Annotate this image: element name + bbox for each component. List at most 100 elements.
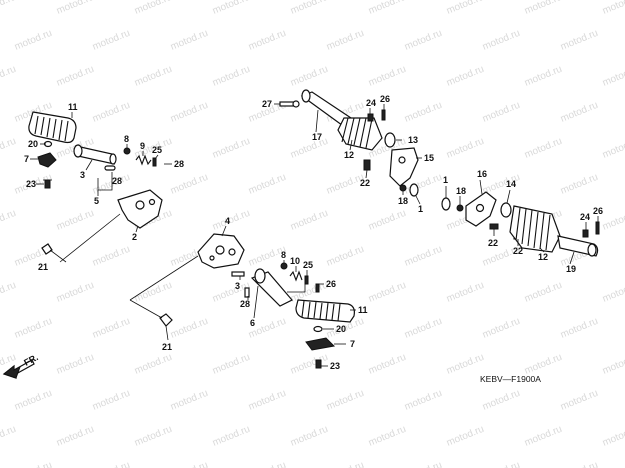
watermark-text: motod.ru bbox=[445, 280, 486, 305]
label-14a: 14 bbox=[506, 179, 516, 189]
watermark-text: motod.ru bbox=[289, 64, 330, 89]
watermark-text: motod.ru bbox=[211, 208, 252, 233]
label-8b: 8 bbox=[281, 250, 286, 260]
watermark-text: motod.ru bbox=[523, 0, 564, 17]
washer-14 bbox=[500, 202, 512, 218]
watermark-text: motod.ru bbox=[91, 100, 132, 125]
label-21b: 21 bbox=[162, 342, 172, 352]
watermark-text: motod.ru bbox=[325, 460, 366, 468]
label-12a: 12 bbox=[344, 150, 354, 160]
watermark-text: motod.ru bbox=[481, 28, 522, 53]
label-24b: 24 bbox=[580, 212, 590, 222]
label-7b: 7 bbox=[350, 339, 355, 349]
watermark-text: motod.ru bbox=[367, 424, 408, 449]
watermark-text: motod.ru bbox=[523, 64, 564, 89]
watermark-text: motod.ru bbox=[55, 208, 96, 233]
watermark-text: motod.ru bbox=[0, 424, 18, 449]
label-19a: 19 bbox=[566, 264, 576, 274]
watermark-text: motod.ru bbox=[367, 0, 408, 17]
watermark-text: motod.ru bbox=[247, 388, 288, 413]
label-18a: 18 bbox=[398, 196, 408, 206]
label-21a: 21 bbox=[38, 262, 48, 272]
watermark-text: motod.ru bbox=[289, 0, 330, 17]
shaft-19 bbox=[557, 235, 599, 257]
watermark-text: motod.ru bbox=[559, 460, 600, 468]
collar-1b bbox=[441, 197, 451, 211]
label-28b: 28 bbox=[112, 176, 122, 186]
watermark-text: motod.ru bbox=[601, 280, 625, 305]
watermark-text: motod.ru bbox=[403, 100, 444, 125]
watermark-text: motod.ru bbox=[0, 208, 18, 233]
label-28c: 28 bbox=[240, 299, 250, 309]
pin-24a bbox=[367, 113, 374, 122]
watermark-text: motod.ru bbox=[445, 64, 486, 89]
clip-7b bbox=[305, 337, 336, 351]
rubber-12b bbox=[509, 205, 561, 253]
label-22b: 22 bbox=[488, 238, 498, 248]
watermark-text: motod.ru bbox=[133, 64, 174, 89]
label-26b: 26 bbox=[380, 94, 390, 104]
footpeg-bar-6 bbox=[250, 268, 293, 307]
left-footpeg-rubber bbox=[28, 111, 77, 144]
watermark-text: motod.ru bbox=[403, 316, 444, 341]
right-leaders bbox=[274, 103, 599, 265]
collar-1a bbox=[409, 183, 419, 197]
pin-25b bbox=[304, 275, 309, 285]
ball-18a bbox=[399, 184, 407, 192]
watermark-text: motod.ru bbox=[601, 424, 625, 449]
footpeg-bar-3a bbox=[73, 144, 117, 165]
watermark-text: motod.ru bbox=[523, 424, 564, 449]
watermark-text: motod.ru bbox=[55, 0, 96, 17]
label-22c: 22 bbox=[513, 246, 523, 256]
bolt-21b bbox=[159, 313, 173, 341]
screw-23a bbox=[43, 179, 52, 189]
watermark-text: motod.ru bbox=[601, 64, 625, 89]
watermark-text: motod.ru bbox=[289, 352, 330, 377]
watermark-text: motod.ru bbox=[445, 424, 486, 449]
label-25a: 25 bbox=[152, 145, 162, 155]
left-leaders bbox=[30, 112, 172, 263]
watermark-text: motod.ru bbox=[559, 316, 600, 341]
watermark-text: motod.ru bbox=[481, 388, 522, 413]
pin-25a bbox=[152, 157, 157, 167]
watermark-text: motod.ru bbox=[445, 0, 486, 17]
watermark-text: motod.ru bbox=[91, 388, 132, 413]
ball-8a bbox=[123, 147, 131, 155]
pin-26b bbox=[381, 109, 386, 121]
watermark-text: motod.ru bbox=[403, 460, 444, 468]
plate-15 bbox=[389, 147, 419, 187]
watermark-text: motod.ru bbox=[169, 100, 210, 125]
bracket-2 bbox=[117, 189, 163, 229]
label-23b: 23 bbox=[330, 361, 340, 371]
washer-20b bbox=[313, 325, 323, 333]
watermark-text: motod.ru bbox=[55, 280, 96, 305]
washer-13 bbox=[384, 132, 396, 148]
watermark-text: motod.ru bbox=[169, 388, 210, 413]
watermark-text: motod.ru bbox=[211, 352, 252, 377]
watermark-text: motod.ru bbox=[601, 208, 625, 233]
pin-28c bbox=[244, 287, 250, 298]
label-6a: 6 bbox=[250, 318, 255, 328]
ball-18b bbox=[456, 204, 464, 212]
watermark-text: motod.ru bbox=[169, 28, 210, 53]
watermark-text: motod.ru bbox=[169, 172, 210, 197]
watermark-text: motod.ru bbox=[13, 460, 54, 468]
label-23a: 23 bbox=[26, 179, 36, 189]
watermark-text: motod.ru bbox=[55, 64, 96, 89]
part-number-labels: 11 20 7 23 3 8 9 25 28 28 5 2 21 4 8 10 … bbox=[24, 94, 603, 371]
watermark-text: motod.ru bbox=[481, 316, 522, 341]
label-3a: 3 bbox=[80, 170, 85, 180]
label-8a: 8 bbox=[124, 134, 129, 144]
label-1b: 1 bbox=[443, 175, 448, 185]
bolt-22b bbox=[489, 223, 499, 230]
watermark-text: motod.ru bbox=[247, 28, 288, 53]
watermark-text: motod.ru bbox=[91, 28, 132, 53]
label-26a: 26 bbox=[326, 279, 336, 289]
bracket-16 bbox=[465, 191, 497, 227]
watermark-text: motod.ru bbox=[0, 280, 18, 305]
watermark-text: motod.ru bbox=[211, 64, 252, 89]
pin-28a bbox=[104, 165, 116, 171]
watermark-text: motod.ru bbox=[481, 100, 522, 125]
screw-23b bbox=[315, 359, 322, 369]
pin-24b bbox=[582, 229, 589, 238]
